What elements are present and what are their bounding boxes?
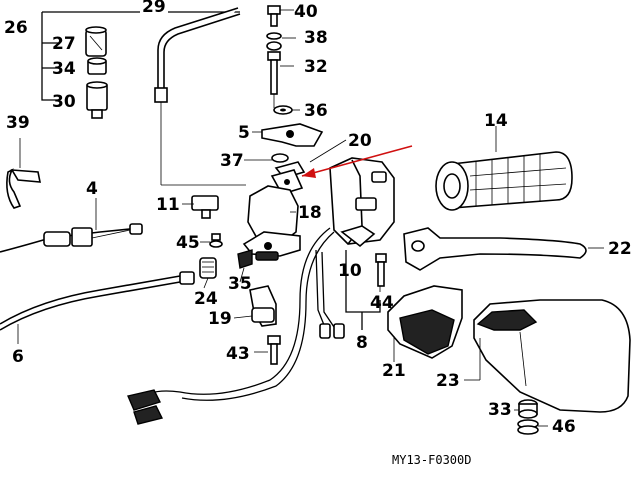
part-23: [473, 299, 631, 413]
wire-harness: [127, 227, 345, 425]
part-46: [517, 419, 539, 435]
label-19: 19: [208, 309, 232, 329]
label-27: 27: [52, 34, 76, 54]
label-21: 21: [382, 361, 406, 381]
part-27: [85, 26, 107, 57]
part-labels: 29 40 26 27 38 34 32 30 36 39 5 20 14 37…: [4, 0, 632, 467]
part-19: [249, 285, 277, 327]
cable-29: [154, 7, 246, 186]
label-5: 5: [238, 123, 250, 143]
label-22: 22: [608, 239, 632, 259]
label-36: 36: [304, 101, 328, 121]
label-23: 23: [436, 371, 460, 391]
part-32: [267, 51, 281, 108]
part-38: [266, 32, 282, 51]
part-34: [87, 57, 107, 75]
label-14: 14: [484, 111, 508, 131]
part-21: [387, 285, 463, 359]
label-43: 43: [226, 344, 250, 364]
part-24: [199, 257, 217, 279]
part-35: [237, 249, 253, 269]
label-40: 40: [294, 2, 318, 22]
label-18: 18: [298, 203, 322, 223]
part-40: [267, 5, 281, 27]
part-33: [518, 399, 538, 419]
part-10: [329, 157, 395, 248]
label-8: 8: [356, 333, 368, 353]
part-22: [403, 227, 587, 271]
cable-4: [0, 223, 143, 253]
cable-6: [0, 271, 195, 331]
label-46: 46: [552, 417, 576, 437]
bracket-26: [41, 11, 240, 101]
label-35: 35: [228, 274, 252, 294]
label-44: 44: [370, 293, 394, 313]
part-5: [261, 123, 324, 147]
label-26: 26: [4, 18, 28, 38]
part-44: [375, 253, 387, 287]
label-32: 32: [304, 57, 328, 77]
label-30: 30: [52, 92, 76, 112]
label-20: 20: [348, 131, 372, 151]
label-39: 39: [6, 113, 30, 133]
label-45: 45: [176, 233, 200, 253]
label-4: 4: [86, 179, 98, 199]
part-14: [435, 151, 573, 211]
part-45: [209, 233, 223, 248]
label-10: 10: [338, 261, 362, 281]
label-34: 34: [52, 59, 76, 79]
part-30: [86, 81, 108, 119]
red-arrow: [301, 145, 413, 178]
label-38: 38: [304, 28, 328, 48]
part-39: [6, 168, 41, 209]
label-24: 24: [194, 289, 218, 309]
label-37: 37: [220, 151, 244, 171]
label-6: 6: [12, 347, 24, 367]
label-29: 29: [142, 0, 166, 17]
bracket-8: [345, 250, 381, 330]
leader-lines: [17, 9, 604, 427]
label-11: 11: [156, 195, 180, 215]
part-36: [273, 105, 293, 115]
label-33: 33: [488, 400, 512, 420]
part-11: [191, 195, 219, 219]
part-43: [267, 335, 281, 365]
part-18: [242, 185, 301, 261]
diagram-code: MY13-F0300D: [392, 453, 471, 467]
